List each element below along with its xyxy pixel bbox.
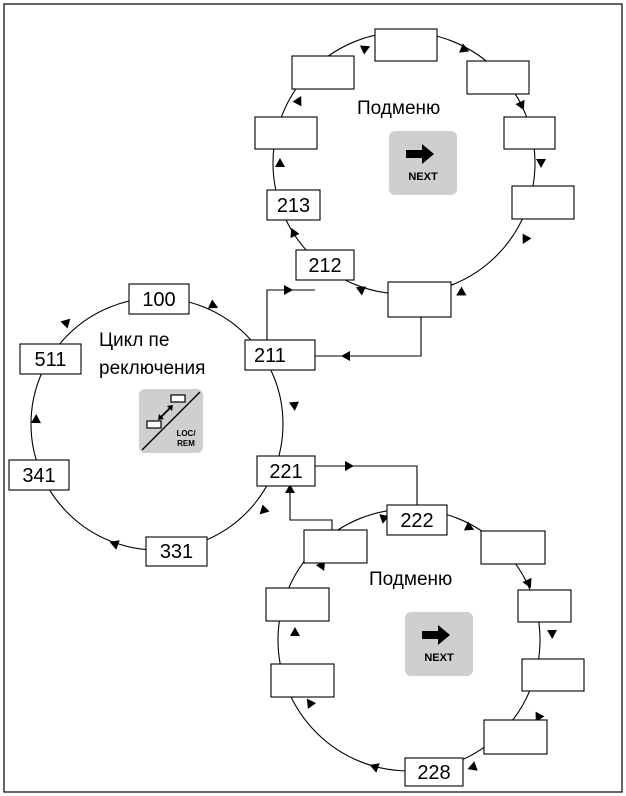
param-box-empty <box>503 116 556 150</box>
param-box-empty <box>303 529 368 564</box>
param-box-empty <box>466 60 530 95</box>
switch-cycle-title-line1: Цикл пе <box>99 330 169 351</box>
submenu-title: Подменю <box>369 569 452 590</box>
connector-211-to-212 <box>266 289 315 340</box>
flow-arrows <box>31 43 557 773</box>
right-arrow-icon <box>422 625 450 645</box>
next-key-label: NEXT <box>408 171 438 183</box>
param-box-empty <box>374 28 438 62</box>
param-box-100 <box>128 283 190 315</box>
connector-box-to-221 <box>289 486 333 530</box>
next-key-label: NEXT <box>424 652 454 664</box>
arrow-head <box>275 158 285 167</box>
arrow-head <box>345 461 354 471</box>
arrow-head <box>359 45 371 55</box>
param-box-331 <box>145 536 208 567</box>
right-arrow-icon <box>406 144 434 164</box>
param-221-label: 221 <box>269 461 302 483</box>
arrow-head <box>290 227 300 239</box>
arrow-head <box>109 540 120 550</box>
arrow-head <box>341 351 350 361</box>
diagram-frame <box>3 3 623 793</box>
switch-cycle: 100 511 341 331 211 221 Цикл пе реключен… <box>8 283 316 567</box>
arrow-head <box>535 711 545 722</box>
param-213-label: 213 <box>277 195 310 217</box>
arrow-head <box>60 318 71 329</box>
param-box-511 <box>19 343 82 375</box>
param-100-label: 100 <box>142 289 175 311</box>
param-511-label: 511 <box>35 349 67 371</box>
loc-rem-switch-icon <box>141 391 201 451</box>
param-box-empty <box>511 185 575 220</box>
connector-221-to-222 <box>315 465 418 505</box>
param-box-221 <box>256 455 316 487</box>
arrow-head <box>459 43 470 53</box>
arrow-head <box>456 286 467 296</box>
arrow-head <box>467 761 478 771</box>
submenu-title: Подменю <box>357 98 440 119</box>
bottom-submenu: 222 228 Подменю NEXT <box>265 504 585 787</box>
loc-rem-key-label-line1: LOC/ <box>176 429 196 438</box>
arrow-head <box>259 504 270 515</box>
param-331-label: 331 <box>160 541 193 563</box>
param-box-213 <box>266 189 321 221</box>
param-box-211 <box>244 339 316 371</box>
param-box-341 <box>8 459 70 491</box>
param-box-empty <box>387 281 452 318</box>
param-228-label: 228 <box>417 762 450 784</box>
arrow-head <box>522 577 532 589</box>
arrow-head <box>292 96 302 107</box>
param-box-empty <box>291 55 355 90</box>
arrow-head <box>285 484 295 493</box>
next-key[interactable]: NEXT <box>405 612 473 676</box>
param-box-empty <box>270 663 335 698</box>
param-212-label: 212 <box>308 255 341 277</box>
param-box-empty <box>254 116 318 150</box>
arrow-head <box>536 159 546 168</box>
param-box-212 <box>295 249 355 281</box>
arrow-head <box>369 763 380 773</box>
arrow-head <box>289 401 299 411</box>
param-box-228 <box>404 757 464 787</box>
param-341-label: 341 <box>22 465 55 487</box>
switch-cycle-title-line2: реключения <box>99 358 205 379</box>
arrow-head <box>31 414 41 424</box>
param-box-empty <box>517 589 572 623</box>
param-box-222 <box>386 504 448 536</box>
arrow-head <box>284 285 293 295</box>
top-submenu: 213 212 Подменю NEXT <box>254 28 575 318</box>
param-box-empty <box>265 587 330 622</box>
param-box-empty <box>483 719 548 755</box>
arrow-head <box>207 299 219 309</box>
arrow-head <box>522 233 532 244</box>
connector-box-to-211 <box>315 317 422 357</box>
arrow-head <box>515 99 525 111</box>
param-box-empty <box>480 530 546 565</box>
param-222-label: 222 <box>400 510 433 532</box>
arrow-head <box>290 627 300 636</box>
loc-rem-key-label-line2: REM <box>177 439 195 448</box>
loc-rem-key[interactable]: LOC/ REM <box>139 389 203 453</box>
param-211-label: 211 <box>254 345 286 367</box>
param-box-empty <box>521 658 585 692</box>
arrow-head <box>355 286 367 296</box>
arrow-head <box>547 629 557 639</box>
arrow-head <box>463 521 475 531</box>
next-key[interactable]: NEXT <box>389 131 457 195</box>
arrow-head <box>306 698 317 709</box>
